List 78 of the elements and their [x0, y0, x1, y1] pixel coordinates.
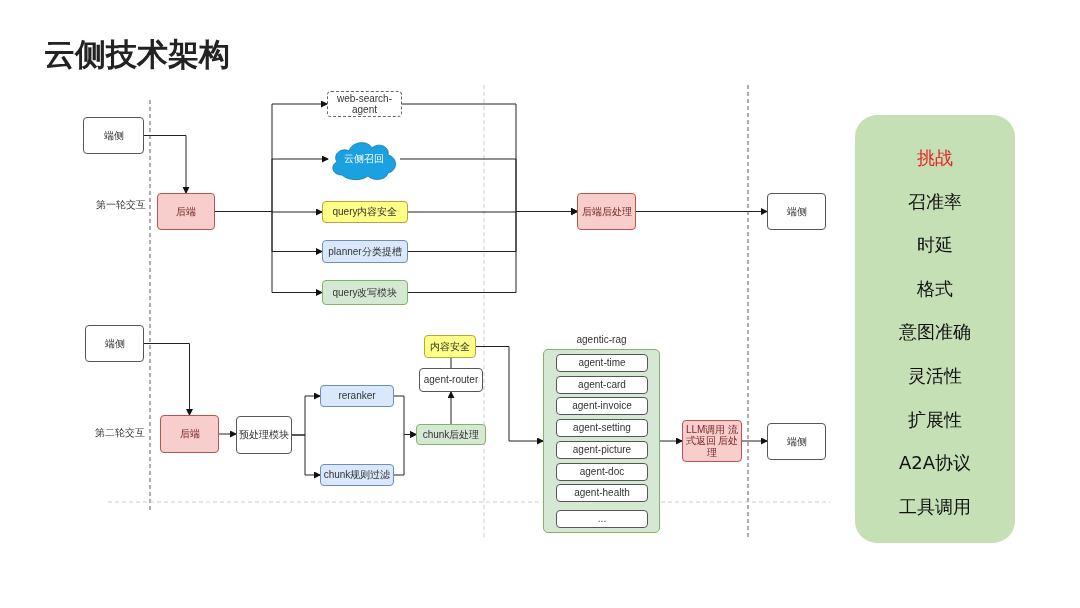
round-label: 第二轮交互 [95, 426, 145, 440]
node-label: agent-doc [579, 466, 625, 478]
process-box [320, 385, 394, 407]
list-item: A2A协议 [898, 452, 972, 476]
list-item: 灵活性 [908, 364, 962, 388]
node-label: agent-picture [572, 444, 632, 456]
node-label: agent-router [423, 374, 479, 386]
process-box [556, 419, 648, 437]
node-label: 云侧召回 [344, 153, 384, 165]
arrow [659, 437, 683, 445]
node-label: 端侧 [103, 129, 124, 142]
process-box [157, 193, 215, 230]
list-item: 工具调用 [899, 495, 971, 519]
process-box [556, 397, 648, 415]
page-title: 云侧技术架构 [44, 35, 230, 74]
node-label: planner分类提槽 [328, 245, 402, 258]
arrow [143, 343, 193, 416]
arrow [291, 434, 321, 479]
node-label: query内容安全 [332, 206, 398, 218]
node-label: agent-time [578, 357, 626, 369]
list-item: 召准率 [908, 190, 962, 214]
process-box [419, 368, 483, 392]
node-label: 预处理模块 [239, 429, 289, 441]
node-label: 端侧 [786, 435, 807, 448]
node-label: agent-invoice [572, 400, 632, 412]
process-box [556, 463, 648, 481]
process-box [556, 376, 648, 394]
node-label: agent-health [574, 487, 630, 499]
node-label: chunk规则过滤 [323, 469, 391, 481]
process-box [322, 240, 408, 263]
process-box [322, 280, 408, 305]
process-box [556, 354, 648, 372]
node-label: agent-setting [573, 422, 631, 434]
node-label: 后端 [179, 428, 200, 440]
list-item: 意图准确 [899, 321, 971, 345]
arrow [214, 211, 323, 296]
arrow [475, 346, 544, 445]
node-label: 后端 [176, 205, 196, 218]
process-box [322, 201, 408, 223]
group-heading: agentic-rag [575, 334, 628, 346]
node-label: ... [597, 513, 607, 525]
list-item: 格式 [917, 277, 953, 301]
node-label: 端侧 [104, 337, 125, 350]
round-label: 第一轮交互 [96, 198, 146, 212]
node-label: reranker [338, 390, 376, 402]
arrow [393, 431, 417, 476]
process-box [320, 464, 394, 486]
node-label: chunk后处理 [422, 428, 480, 441]
process-box [556, 441, 648, 459]
dashed-box [327, 91, 402, 117]
arrow [407, 208, 578, 293]
list-item: 时延 [917, 234, 953, 258]
node-label: 内容安全 [430, 340, 470, 353]
process-box [160, 415, 219, 453]
process-box [767, 423, 826, 460]
node-label: 后端后处理 [581, 205, 632, 218]
arrow [635, 208, 768, 215]
arrow [741, 437, 768, 445]
process-box [236, 416, 292, 454]
process-box [85, 325, 144, 362]
arrow [447, 391, 455, 425]
node-label: 端侧 [786, 205, 807, 218]
arrow [143, 135, 190, 194]
node-label: agent-card [578, 379, 626, 391]
node-label: LLM调用 流式返回 后处理 [684, 423, 740, 459]
list-item: 扩展性 [908, 408, 962, 432]
node-label: web-search-agent [336, 92, 393, 116]
process-box [424, 335, 476, 358]
process-box [556, 484, 648, 502]
process-box [556, 510, 648, 528]
process-box [83, 117, 144, 154]
process-box [577, 193, 636, 230]
challenge-panel [855, 115, 1015, 543]
panel-heading: 挑战 [917, 147, 953, 170]
process-box [767, 193, 826, 230]
arrow [218, 430, 237, 438]
node-label: query改写模块 [332, 286, 398, 299]
process-box [416, 424, 486, 445]
